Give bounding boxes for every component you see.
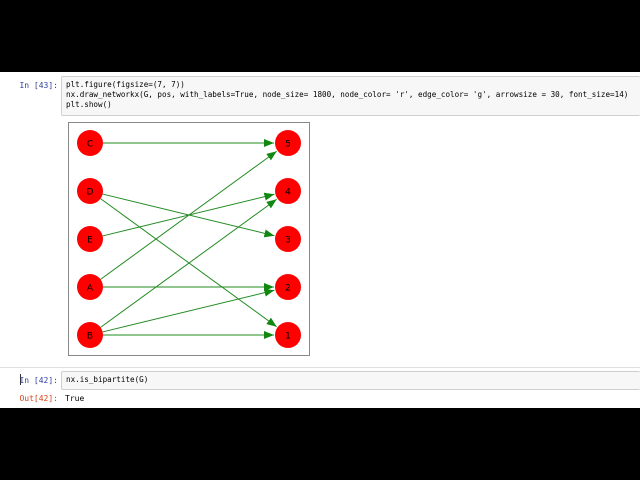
node-label-E: E [87, 236, 93, 246]
node-D [77, 178, 103, 204]
cell-divider [0, 367, 640, 368]
edge-B-4 [100, 198, 277, 328]
notebook: In [43]: plt.figure(figsize=(7, 7))nx.dr… [0, 72, 640, 408]
node-label-4: 4 [285, 188, 291, 198]
node-A [77, 274, 103, 300]
cell-prompt: In [43]: [19, 81, 58, 90]
node-label-1: 1 [285, 332, 291, 342]
output-prompt: Out[42]: [19, 394, 58, 403]
node-label-2: 2 [285, 284, 291, 294]
node-label-5: 5 [285, 140, 291, 150]
network-graph-plot: C D E A B 5 4 3 2 1 [68, 122, 310, 356]
node-3 [275, 226, 301, 252]
code-cell-input[interactable]: nx.is_bipartite(G) [61, 371, 640, 390]
node-label-B: B [87, 332, 93, 342]
node-label-A: A [87, 284, 94, 294]
code-line: plt.figure(figsize=(7, 7)) [66, 80, 185, 89]
cell-prompt: In [42]: [19, 376, 58, 385]
node-B [77, 322, 103, 348]
edge-B-2 [102, 288, 275, 333]
node-4 [275, 178, 301, 204]
node-label-3: 3 [285, 236, 291, 246]
node-E [77, 226, 103, 252]
node-1 [275, 322, 301, 348]
cell-output: True [65, 394, 85, 403]
edge-A-5 [100, 150, 277, 280]
node-label-C: C [87, 140, 93, 150]
plot-frame [68, 122, 310, 356]
code-line: nx.draw_networkx(G, pos, with_labels=Tru… [66, 90, 629, 99]
code-line: nx.is_bipartite(G) [66, 375, 149, 384]
code-cell-input[interactable]: plt.figure(figsize=(7, 7))nx.draw_networ… [61, 76, 640, 116]
node-C [77, 130, 103, 156]
node-2 [275, 274, 301, 300]
code-line: plt.show() [66, 100, 112, 109]
node-label-D: D [87, 188, 94, 198]
text-cursor [20, 374, 21, 385]
node-5 [275, 130, 301, 156]
